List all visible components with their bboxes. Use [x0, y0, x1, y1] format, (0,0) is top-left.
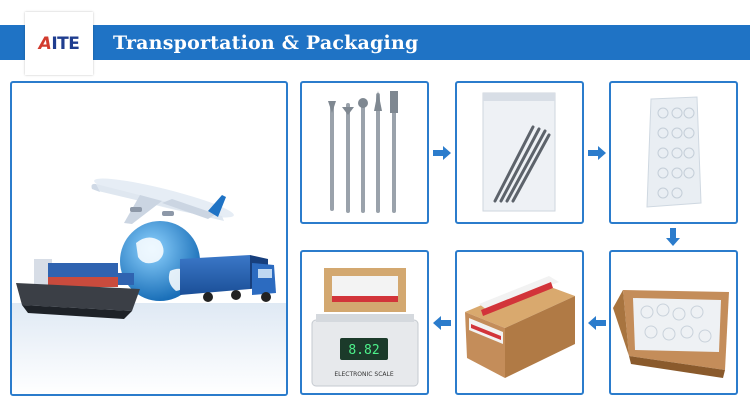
header-bar: [0, 25, 750, 60]
arrow-icon: [588, 316, 606, 330]
scale-reading: 8.82: [348, 343, 379, 358]
arrow-icon: [433, 316, 451, 330]
cargo-ship: [16, 259, 140, 319]
logo-text: AITE: [38, 33, 80, 54]
arrow-icon: [433, 146, 451, 160]
boxed-product-image: [609, 250, 738, 395]
truck: [180, 255, 276, 302]
arrow-icon: [666, 228, 680, 246]
product-image: [300, 81, 429, 224]
scale-display: [340, 338, 388, 360]
bubble-wrap-image: [609, 81, 738, 224]
airplane: [91, 178, 234, 224]
sealed-box-image: [455, 250, 584, 395]
scale-brand-label: ELECTRONIC SCALE: [334, 371, 393, 378]
weighing-scale-image: 8.82 ELECTRONIC SCALE: [300, 250, 429, 395]
arrow-icon: [588, 146, 606, 160]
transport-image: [10, 81, 288, 396]
logo: AITE: [25, 12, 93, 75]
engraving-bits: [330, 91, 396, 213]
bagged-product-image: [455, 81, 584, 224]
page-title: Transportation & Packaging: [113, 32, 419, 54]
